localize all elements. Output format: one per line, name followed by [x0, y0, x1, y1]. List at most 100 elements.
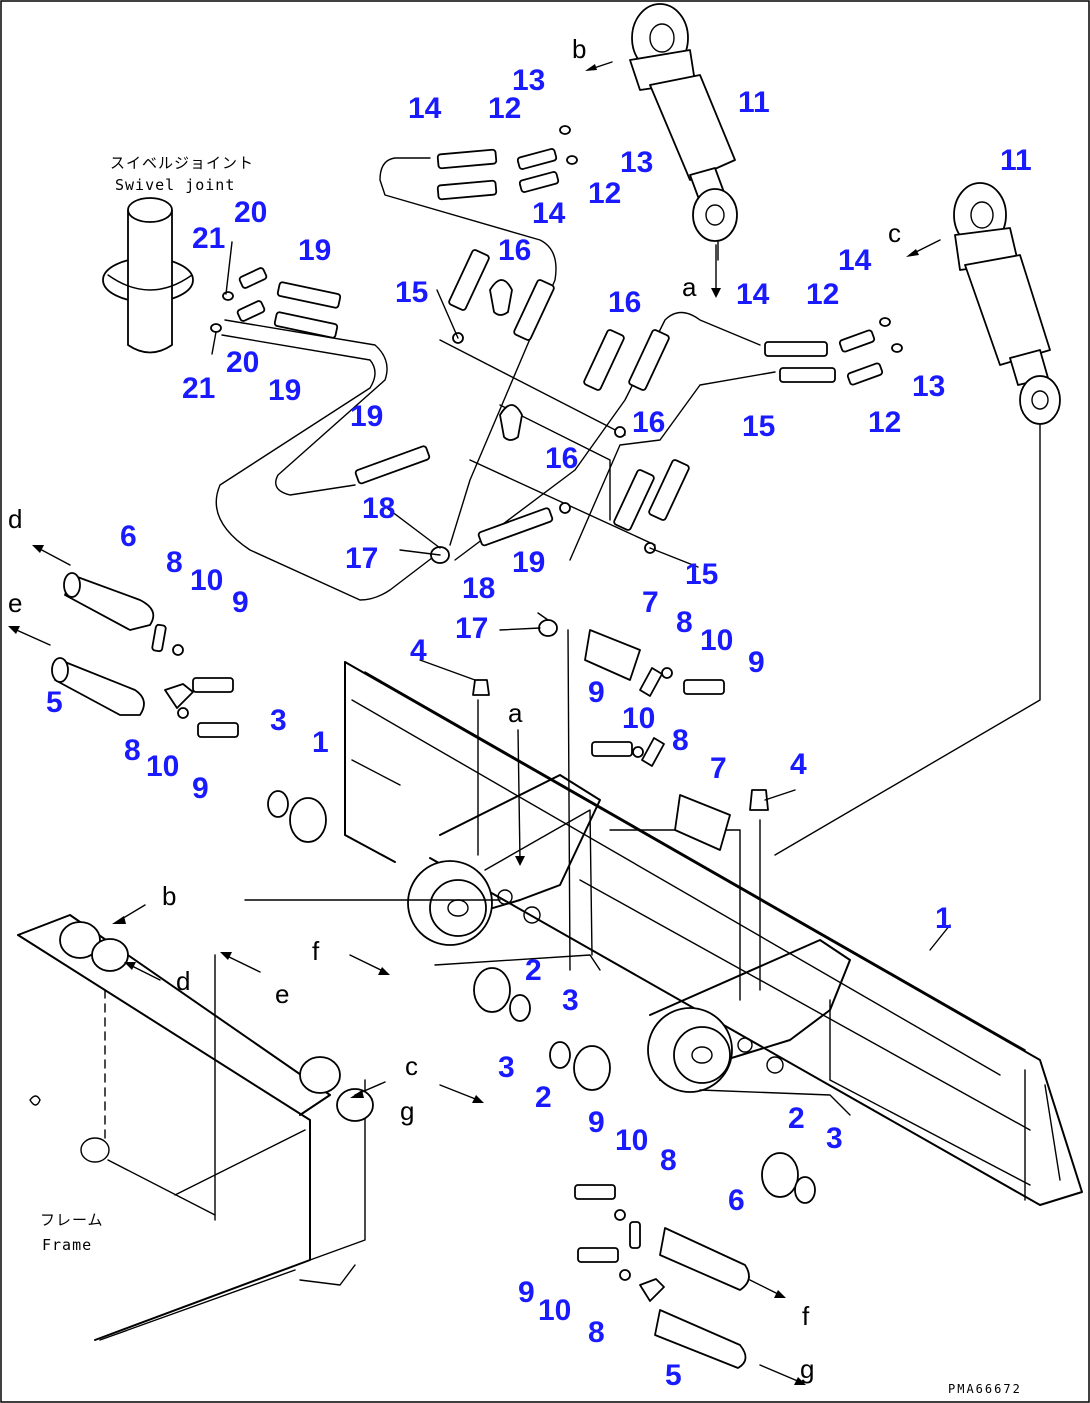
drawing-code: PMA66672 — [948, 1382, 1022, 1396]
callout-19: 19 — [268, 374, 301, 407]
lift-cylinder-right — [774, 182, 1061, 856]
callout-3: 3 — [562, 984, 579, 1017]
letter-b-mark: b — [162, 881, 176, 911]
callout-16: 16 — [632, 406, 665, 439]
callout-14: 15 — [742, 410, 775, 443]
callout-2: 1 — [312, 726, 329, 759]
callout-9: 9 — [518, 1276, 535, 1309]
callout-14: 14 — [736, 278, 770, 311]
callout-3: 3 — [826, 1122, 843, 1155]
letter-c-mark: c — [405, 1051, 418, 1081]
callout-16: 16 — [545, 442, 578, 475]
callout-16: 16 — [498, 234, 531, 267]
callout-19: 19 — [512, 546, 545, 579]
callout-13: 14 — [838, 244, 872, 277]
callout-12: 12 — [868, 406, 901, 439]
callout-12: 12 — [806, 278, 839, 311]
connection-letters: b c a d e a b d e f c g f g — [8, 34, 901, 1384]
callout-1: 1 — [935, 902, 952, 935]
callout-2: 2 — [535, 1081, 552, 1114]
callout-9: 9 — [192, 772, 209, 805]
letter-g-mark: g — [400, 1096, 414, 1126]
lift-cylinder-left — [629, 3, 738, 261]
letter-a-mark: a — [682, 272, 697, 302]
annotation-swivel-joint: スイベルジョイント Swivel joint — [110, 154, 254, 194]
callout-3: 3 — [498, 1051, 515, 1084]
callout-2: 2 — [788, 1102, 805, 1135]
callout-6: 6 — [120, 520, 137, 553]
letter-e-mark: e — [275, 979, 289, 1009]
callout-8: 8 — [672, 724, 689, 757]
callout-15: 15 — [685, 558, 718, 591]
callout-10: 10 — [190, 564, 223, 597]
callout-13: 13 — [620, 146, 653, 179]
callout-14: 14 — [532, 197, 566, 230]
callout-5: 5 — [46, 686, 63, 719]
frame-label-jp: フレーム — [40, 1211, 104, 1229]
callout-8: 8 — [588, 1316, 605, 1349]
callout-9: 9 — [232, 586, 249, 619]
letter-e-mark: e — [8, 588, 22, 618]
pins-and-hardware — [51, 572, 816, 1369]
callout-19: 19 — [350, 400, 383, 433]
callout-15: 15 — [395, 276, 428, 309]
callout-7: 7 — [710, 752, 727, 785]
leader-lines — [211, 241, 951, 951]
callout-13: 13 — [912, 370, 945, 403]
callout-14: 14 — [408, 92, 442, 125]
callout-21: 21 — [192, 222, 225, 255]
annotation-frame: フレーム Frame — [40, 1211, 104, 1254]
callout-9: 9 — [748, 646, 765, 679]
callout-4: 4 — [790, 748, 807, 781]
callout-16: 16 — [608, 286, 641, 319]
callout-20: 20 — [226, 346, 259, 379]
callout-17: 17 — [455, 612, 488, 645]
callout-10: 10 — [622, 702, 655, 735]
callout-10: 10 — [700, 624, 733, 657]
callout-3: 3 — [270, 704, 287, 737]
callout-17: 17 — [345, 542, 378, 575]
callout-9: 9 — [588, 1106, 605, 1139]
callout-8: 8 — [660, 1144, 677, 1177]
callout-10: 10 — [146, 750, 179, 783]
callout-4: 4 — [410, 634, 427, 667]
fittings — [210, 125, 903, 637]
part-callouts: 13 11 14 12 11 13 12 14 20 21 19 16 14 1… — [46, 64, 1032, 1392]
callout-9: 9 — [588, 676, 605, 709]
callout-7: 7 — [642, 586, 659, 619]
letter-a-mark: b — [572, 34, 586, 64]
letter-d-mark: d — [176, 966, 190, 996]
callout-12: 12 — [588, 177, 621, 210]
direction-arrows — [8, 61, 941, 1385]
callout-2: 2 — [525, 954, 542, 987]
callout-11: 11 — [1000, 144, 1032, 177]
letter-g-mark: g — [800, 1354, 814, 1384]
callout-5: 5 — [665, 1359, 682, 1392]
callout-18: 18 — [362, 492, 395, 525]
callout-8: 8 — [166, 546, 183, 579]
swivel-joint — [102, 197, 194, 354]
callout-21: 21 — [182, 372, 215, 405]
letter-c-mark: c — [888, 218, 901, 248]
callout-19: 19 — [298, 234, 331, 267]
callout-12: 12 — [488, 92, 521, 125]
callout-13: 13 — [512, 64, 545, 97]
letter-f-mark: f — [802, 1301, 810, 1331]
callout-8: 8 — [676, 606, 693, 639]
frame-label-en: Frame — [42, 1236, 92, 1254]
blade — [344, 661, 1083, 1206]
swivel-joint-label-en: Swivel joint — [115, 176, 235, 194]
swivel-joint-label-jp: スイベルジョイント — [110, 154, 254, 172]
callout-8: 8 — [124, 734, 141, 767]
letter-a-mark: a — [508, 698, 523, 728]
callout-10: 10 — [538, 1294, 571, 1327]
callout-18: 18 — [462, 572, 495, 605]
callout-11: 11 — [738, 86, 770, 119]
callout-10: 10 — [615, 1124, 648, 1157]
letter-d-mark: d — [8, 504, 22, 534]
callout-6: 6 — [728, 1184, 745, 1217]
callout-20: 20 — [234, 196, 267, 229]
letter-f-mark: f — [312, 936, 320, 966]
frame — [17, 914, 374, 1341]
